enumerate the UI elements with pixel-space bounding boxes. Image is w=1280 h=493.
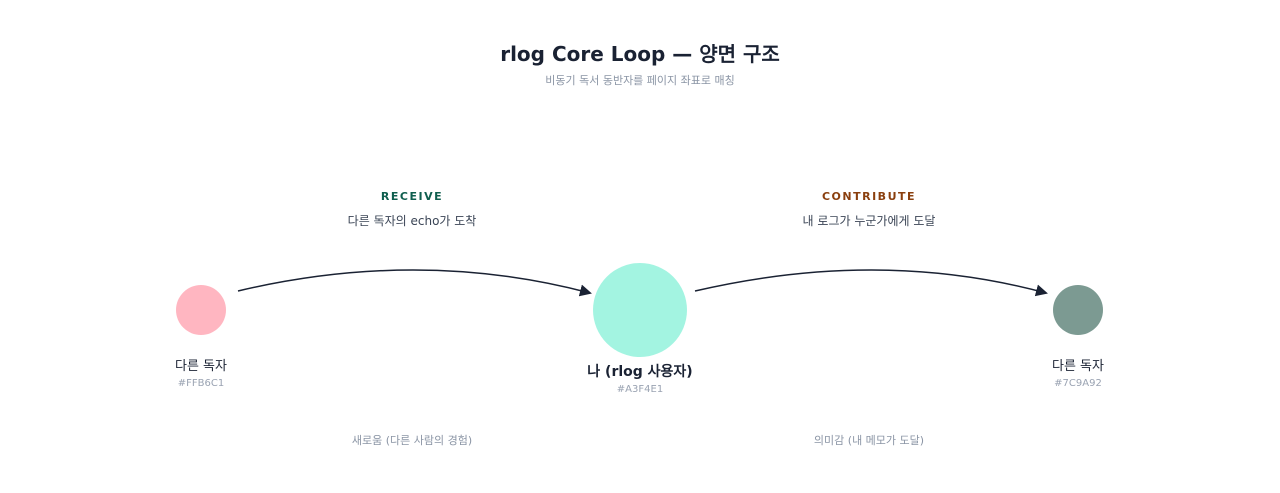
- receive-arrow: [237, 269, 592, 297]
- user-name: 나 (rlog 사용자): [587, 364, 693, 380]
- contribute-description: 내 로그가 누군가에게 도달: [802, 214, 936, 228]
- left-reader-color-label: #FFB6C1: [177, 378, 225, 389]
- right-reader-node: [1053, 285, 1103, 335]
- left-reader-name: 다른 독자: [175, 359, 227, 374]
- right-reader-name: 다른 독자: [1052, 359, 1104, 374]
- contribute-arrow: [694, 269, 1048, 297]
- receive-note: 새로움 (다른 사람의 경험): [351, 434, 473, 447]
- contribute-label: CONTRIBUTE: [821, 190, 917, 203]
- page-title: rlog Core Loop — 양면 구조: [500, 42, 780, 66]
- page-subtitle: 비동기 독서 동반자를 페이지 좌표로 매칭: [545, 74, 735, 87]
- receive-label: RECEIVE: [380, 190, 444, 203]
- user-color-label: #A3F4E1: [616, 384, 664, 395]
- user-node: [593, 263, 687, 357]
- right-reader-color-label: #7C9A92: [1054, 378, 1102, 389]
- left-reader-node: [176, 285, 226, 335]
- contribute-note: 의미감 (내 메모가 도달): [813, 434, 925, 447]
- receive-description: 다른 독자의 echo가 도착: [347, 214, 477, 228]
